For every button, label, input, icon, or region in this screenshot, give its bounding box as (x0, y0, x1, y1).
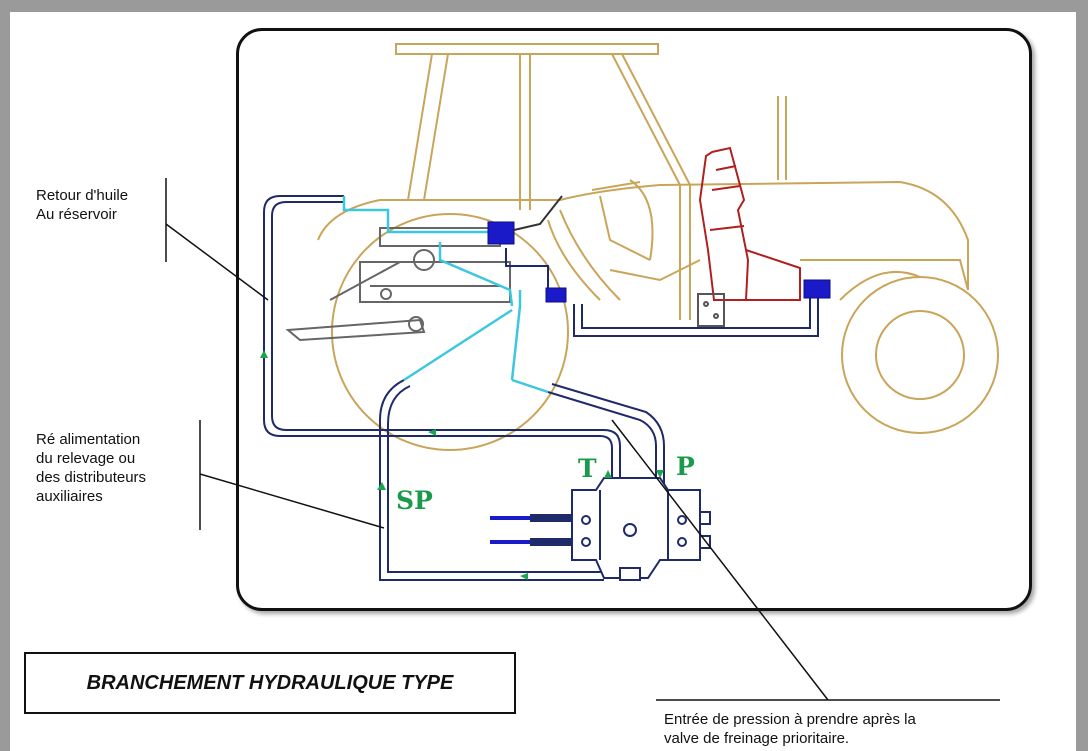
port-p-label: P (676, 452, 695, 481)
flow-arrow-icon (377, 482, 386, 490)
pedal-base (698, 294, 724, 326)
port-sp-label: SP (396, 486, 433, 515)
supply-lines (344, 196, 548, 392)
label-re-supply: Ré alimentation du relevage ou des distr… (36, 430, 146, 506)
valve-components (488, 196, 830, 302)
flow-arrow-icon (604, 470, 612, 478)
label-pressure-inlet: Entrée de pression à prendre après la va… (664, 710, 916, 748)
valve-spools (490, 518, 572, 542)
rear-linkage (288, 228, 510, 340)
label-return-oil: Retour d'huile Au réservoir (36, 186, 128, 224)
flow-arrow-icon (520, 573, 528, 580)
flow-arrow-icon (656, 470, 664, 478)
title-box: BRANCHEMENT HYDRAULIQUE TYPE (24, 652, 516, 714)
leader-lines (166, 178, 1000, 700)
diagram-title: BRANCHEMENT HYDRAULIQUE TYPE (87, 672, 454, 695)
port-t-label: T (578, 454, 597, 483)
hydraulic-valve-block (572, 478, 710, 580)
flow-arrow-icon (260, 350, 268, 358)
